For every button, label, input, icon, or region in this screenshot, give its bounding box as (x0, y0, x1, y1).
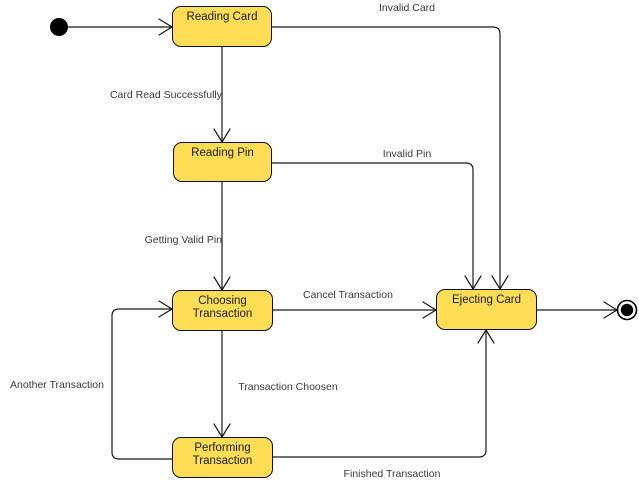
state-ejecting-card[interactable]: Ejecting Card (436, 289, 537, 330)
edge-invalid-pin[interactable] (272, 162, 482, 290)
edge-transaction-choosen[interactable] (213, 331, 231, 438)
edge-another-transaction[interactable] (111, 300, 173, 460)
edge-label-finished-transaction: Finished Transaction (343, 468, 441, 480)
edge-finished-transaction[interactable] (273, 329, 495, 458)
edge-label-cancel-transaction: Cancel Transaction (303, 289, 393, 301)
edge-label-another-transaction: Another Transaction (10, 379, 104, 391)
initial-state[interactable] (50, 18, 68, 36)
edge-label-card-read-successfully: Card Read Successfully (109, 89, 222, 101)
edge-ejecting-to-final[interactable] (537, 301, 618, 319)
edge-label-invalid-pin: Invalid Pin (382, 148, 432, 160)
edge-cancel-transaction[interactable] (273, 301, 437, 319)
state-choosing-transaction[interactable]: Choosing Transaction (172, 290, 273, 331)
edge-label-getting-valid-pin: Getting Valid Pin (144, 234, 222, 246)
edge-label-invalid-card: Invalid Card (378, 2, 436, 14)
state-reading-card[interactable]: Reading Card (172, 6, 272, 47)
final-state[interactable] (616, 299, 638, 321)
edge-label-transaction-choosen: Transaction Choosen (238, 381, 338, 393)
state-reading-pin[interactable]: Reading Pin (173, 142, 272, 182)
edge-start-to-reading-card[interactable] (68, 18, 173, 36)
state-performing-transaction[interactable]: Performing Transaction (172, 437, 273, 478)
